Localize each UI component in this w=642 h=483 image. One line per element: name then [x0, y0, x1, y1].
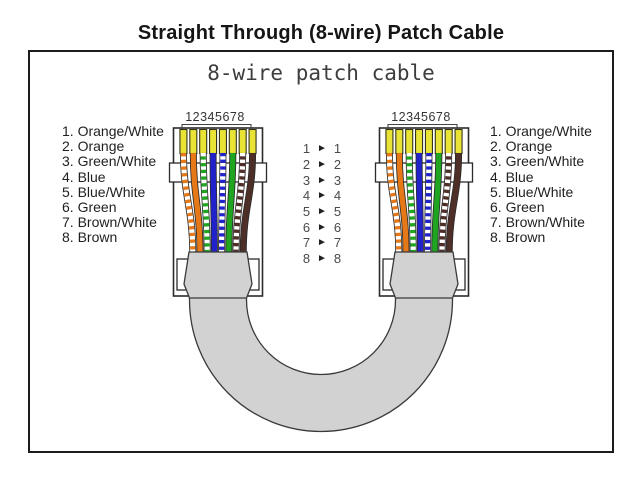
rj45-connector-right: 12345678 [374, 110, 474, 299]
contact-pad [424, 128, 433, 155]
arrow-right-icon: ► [317, 237, 327, 249]
diagram-frame [28, 50, 614, 453]
legend-item: 7. Brown/White [490, 214, 585, 231]
mapping-from: 6 [302, 219, 311, 235]
mapping-from: 1 [302, 141, 311, 157]
arrow-right-icon: ► [317, 253, 327, 265]
rj45-connector-left: 12345678 [168, 110, 268, 299]
wire-stripes-green-white [200, 152, 210, 255]
arrow-right-icon: ► [317, 143, 327, 155]
legend-item: 7. Brown/White [62, 214, 157, 231]
contact-pad [395, 128, 404, 155]
mapping-row: 2 ► 2 [301, 157, 343, 173]
mapping-to: 5 [333, 204, 342, 220]
legend-item: 4. Blue [490, 168, 534, 185]
legend-item: 8. Brown [490, 229, 546, 246]
mapping-row: 4 ► 4 [301, 188, 343, 204]
pin-numbers-label: 12345678 [185, 110, 245, 124]
legend-item: 3. Green/White [490, 153, 585, 170]
contact-pad [238, 128, 247, 155]
legend-item: 2. Orange [490, 138, 553, 155]
contact-pad [405, 128, 414, 155]
legend-item: 8. Brown [62, 229, 118, 246]
mapping-row: 8 ► 8 [301, 251, 343, 267]
legend-item: 3. Green/White [62, 153, 157, 170]
contact-pad [228, 128, 237, 155]
page-title: Straight Through (8-wire) Patch Cable [137, 22, 505, 44]
wire-stripes-brown-white [233, 152, 246, 255]
wire-blue [416, 152, 424, 255]
legend-item: 5. Blue/White [62, 183, 146, 200]
wire-stripes-green-white [406, 152, 416, 255]
arrow-right-icon: ► [317, 174, 327, 186]
mapping-row: 1 ► 1 [301, 141, 343, 157]
arrow-right-icon: ► [317, 221, 327, 233]
mapping-to: 2 [333, 157, 342, 173]
cable-boot [183, 251, 253, 299]
pin-bracket [181, 123, 252, 129]
mapping-to: 7 [333, 235, 342, 251]
wire-brown [240, 152, 256, 255]
contact-pad [415, 128, 424, 155]
wire-orange [190, 152, 203, 255]
contact-pad [444, 128, 453, 155]
mapping-row: 3 ► 3 [301, 172, 343, 188]
legend-item: 4. Blue [62, 168, 106, 185]
wire-blue [210, 152, 218, 255]
mapping-from: 7 [302, 235, 311, 251]
contact-pad [434, 128, 443, 155]
patch-cable-u [188, 294, 454, 433]
wire-stripes-blue-white [218, 152, 226, 255]
arrow-right-icon: ► [317, 159, 327, 171]
cable-boot [389, 251, 459, 299]
mapping-from: 4 [302, 188, 311, 204]
mapping-to: 4 [333, 188, 342, 204]
contact-pad [385, 128, 394, 155]
mapping-to: 3 [333, 172, 342, 188]
pin-numbers-label: 12345678 [391, 110, 451, 124]
mapping-to: 6 [333, 219, 342, 235]
legend-item: 6. Green [62, 199, 117, 216]
arrow-right-icon: ► [317, 206, 327, 218]
wire-green [432, 152, 442, 255]
wire-stripes-blue-white [424, 152, 432, 255]
wire-stripes-orange-white [386, 152, 402, 255]
wire-stripes-orange-white [180, 152, 196, 255]
mapping-to: 1 [333, 141, 342, 157]
legend-item: 6. Green [490, 199, 545, 216]
wire-stripes-brown-white [439, 152, 452, 255]
mapping-from: 3 [302, 172, 311, 188]
wire-orange [396, 152, 409, 255]
mapping-row: 6 ► 6 [301, 219, 343, 235]
contact-pad [179, 128, 188, 155]
mapping-row: 5 ► 5 [301, 204, 343, 220]
mapping-from: 2 [302, 157, 311, 173]
contact-pad [209, 128, 218, 155]
mapping-from: 8 [302, 251, 311, 267]
mapping-from: 5 [302, 204, 311, 220]
wire-brown [446, 152, 462, 255]
diagram-subtitle: 8-wire patch cable [207, 61, 435, 85]
legend-item: 1. Orange/White [490, 123, 592, 139]
pin-bracket [387, 123, 458, 129]
legend-item: 1. Orange/White [62, 123, 164, 139]
arrow-right-icon: ► [317, 190, 327, 202]
contact-pad [454, 128, 463, 155]
contact-pad [189, 128, 198, 155]
legend-item: 5. Blue/White [490, 183, 574, 200]
contact-pad [248, 128, 257, 155]
legend-item: 2. Orange [62, 138, 125, 155]
wire-green [226, 152, 236, 255]
mapping-row: 7 ► 7 [301, 235, 343, 251]
mapping-to: 8 [333, 251, 342, 267]
contact-pad [199, 128, 208, 155]
contact-pad [218, 128, 227, 155]
